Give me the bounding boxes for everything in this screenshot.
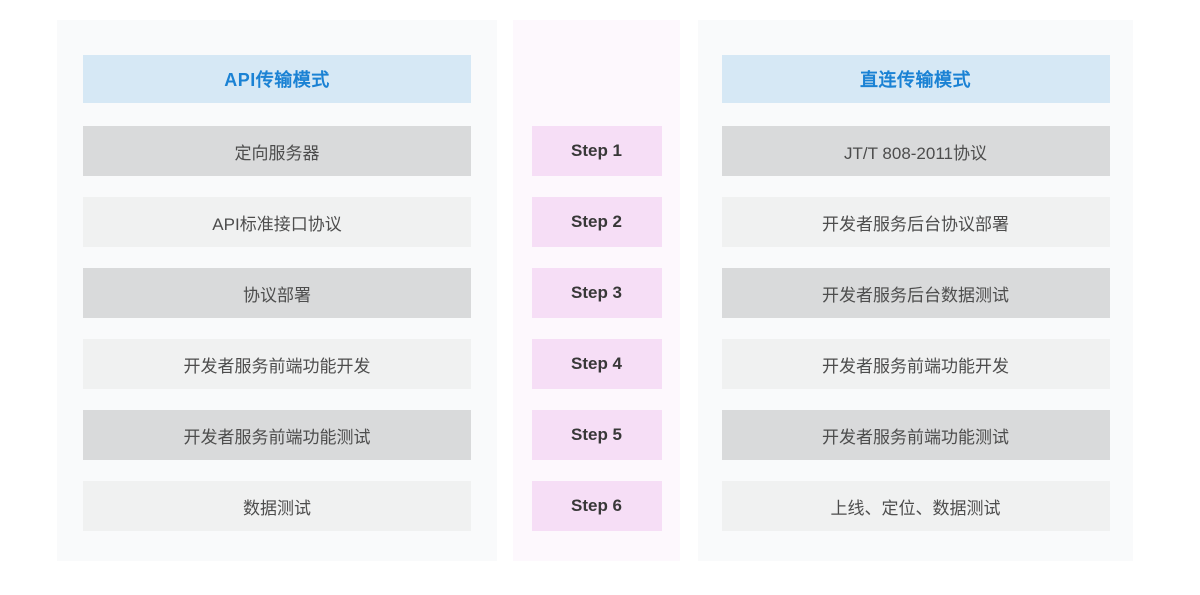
direct-row-3: 开发者服务后台数据测试 [721,268,1110,318]
api-mode-rows: 定向服务器 API标准接口协议 协议部署 开发者服务前端功能开发 开发者服务前端… [57,126,497,531]
api-row-4: 开发者服务前端功能开发 [83,339,471,389]
direct-mode-panel: 直连传输模式 JT/T 808-2011协议 开发者服务后台协议部署 开发者服务… [698,20,1133,561]
direct-mode-header: 直连传输模式 [721,55,1110,103]
step-label-3: Step 3 [531,268,662,318]
steps-list: Step 1 Step 2 Step 3 Step 4 Step 5 Step … [513,126,680,531]
direct-row-2: 开发者服务后台协议部署 [721,197,1110,247]
api-row-6: 数据测试 [83,481,471,531]
step-label-1: Step 1 [531,126,662,176]
direct-row-5: 开发者服务前端功能测试 [721,410,1110,460]
step-label-2: Step 2 [531,197,662,247]
api-row-2: API标准接口协议 [83,197,471,247]
api-row-1: 定向服务器 [83,126,471,176]
step-label-6: Step 6 [531,481,662,531]
step-label-4: Step 4 [531,339,662,389]
api-row-3: 协议部署 [83,268,471,318]
direct-mode-rows: JT/T 808-2011协议 开发者服务后台协议部署 开发者服务后台数据测试 … [698,126,1133,531]
direct-row-1: JT/T 808-2011协议 [721,126,1110,176]
api-row-5: 开发者服务前端功能测试 [83,410,471,460]
steps-panel: Step 1 Step 2 Step 3 Step 4 Step 5 Step … [513,20,680,561]
api-mode-panel: API传输模式 定向服务器 API标准接口协议 协议部署 开发者服务前端功能开发… [57,20,497,561]
step-label-5: Step 5 [531,410,662,460]
direct-row-4: 开发者服务前端功能开发 [721,339,1110,389]
api-mode-header: API传输模式 [83,55,471,103]
direct-row-6: 上线、定位、数据测试 [721,481,1110,531]
